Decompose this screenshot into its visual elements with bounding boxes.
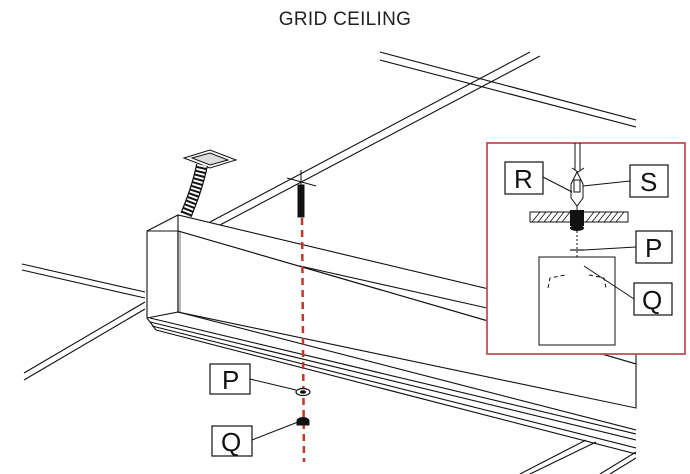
label-r-text: R xyxy=(514,164,533,194)
detail-inset: R S P Q xyxy=(486,142,686,355)
diagram-title: GRID CEILING xyxy=(278,9,412,30)
label-s: S xyxy=(582,164,669,198)
label-p-main: P xyxy=(209,363,297,395)
label-r: R xyxy=(504,161,573,195)
part-q-nut xyxy=(296,417,310,426)
ceiling-grid xyxy=(21,51,637,474)
label-q-inset-text: Q xyxy=(642,285,662,315)
ceiling-anchor xyxy=(286,170,317,218)
flexible-conduit xyxy=(180,149,238,218)
hanger-path-dashed xyxy=(300,217,306,463)
label-q-inset: Q xyxy=(583,265,673,316)
label-p-inset: P xyxy=(583,230,673,264)
label-q-main-text: Q xyxy=(221,427,241,457)
label-q-main: Q xyxy=(211,421,299,457)
label-p-main-text: P xyxy=(222,365,239,395)
label-p-inset-text: P xyxy=(645,233,662,263)
label-s-text: S xyxy=(640,167,657,197)
part-p-washer xyxy=(295,387,311,397)
ceiling-section-hatch xyxy=(529,210,629,231)
